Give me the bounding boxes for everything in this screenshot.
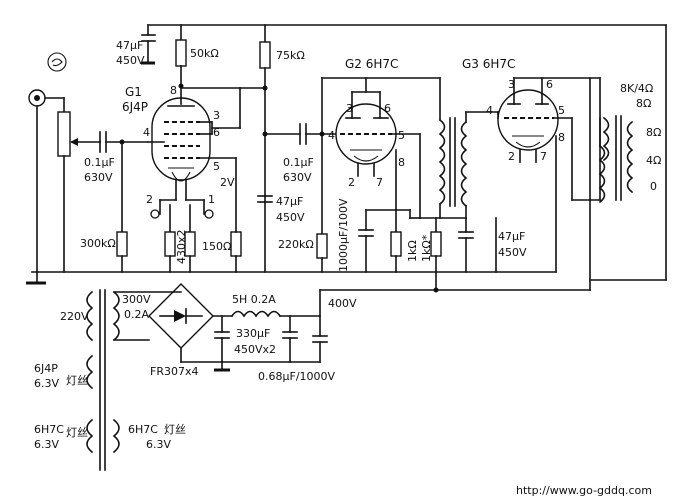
power-transformer: 220V 300V 0.2A 6J4P 6.3V 灯丝 6H7C 6.3V 灯丝… — [34, 289, 186, 471]
g1-pin-4: 4 — [143, 126, 150, 139]
secondary-hv-current: 0.2A — [124, 308, 149, 321]
screen-wiring — [180, 87, 266, 129]
fil-6h7c-b-tube: 6H7C — [128, 423, 158, 436]
out-8ohm: 8Ω — [646, 126, 661, 139]
secondary-hv-voltage: 300V — [122, 293, 151, 306]
g1-pin-3: 3 — [213, 109, 220, 122]
g2-pin-6: 6 — [384, 102, 391, 115]
input-symbol-icon — [47, 52, 67, 72]
r1k-label: 1kΩ — [406, 240, 419, 262]
primary-voltage: 220V — [60, 310, 89, 323]
couple-cap-voltage: 630V — [283, 171, 312, 184]
c1000-label: 1000μF/100V — [337, 198, 350, 272]
rectifier-part: FR307x4 — [150, 365, 198, 378]
r150-label: 150Ω — [202, 240, 231, 253]
g2-label: G2 6H7C — [345, 57, 398, 71]
g2-pin-3: 3 — [346, 102, 353, 115]
g3-pin-3: 3 — [508, 78, 515, 91]
top-bypass-capacitor: 47μF 450V — [116, 34, 156, 67]
choke-and-filter: 5H 0.2A 400V 330μF 450Vx2 0.68μF/1000V — [214, 289, 437, 383]
r1k-star-label: 1kΩ* — [420, 234, 433, 262]
input-capacitor: 0.1μF 630V — [84, 131, 149, 184]
out-tap-8ohm: 8Ω — [636, 97, 651, 110]
g2-pin-5: 5 — [398, 129, 405, 142]
right-cap-value: 47μF — [498, 230, 525, 243]
source-url: http://www.go-gddq.com — [516, 484, 652, 497]
g3-pin-4: 4 — [486, 104, 493, 117]
couple-cap-value: 0.1μF — [283, 156, 314, 169]
g3-pin-2: 2 — [508, 150, 515, 163]
output-transformer: 8K/4Ω 8Ω 8Ω 4Ω 0 — [571, 77, 661, 291]
input-cap-voltage: 630V — [84, 171, 113, 184]
fil-6h7c-b-voltage: 6.3V — [146, 438, 171, 451]
g1-designator: G1 — [125, 85, 142, 99]
r50k-label: 50kΩ — [190, 47, 219, 60]
interstage-transformer: 1kΩ* — [409, 77, 474, 291]
tube-g1-6j4p: G1 6J4P 8 3 6 5 4 — [122, 84, 237, 182]
mid-cap-value: 47μF — [276, 195, 303, 208]
tube-g3-6h7c: G3 6H7C 3 6 4 5 8 2 7 — [462, 57, 601, 273]
volume-potentiometer — [57, 111, 101, 273]
g1-pin-2: 2 — [146, 193, 153, 206]
g3-pin-6: 6 — [546, 78, 553, 91]
g1-pin-1: 1 — [208, 193, 215, 206]
fil-6h7c-b-word: 灯丝 — [164, 423, 186, 436]
coupling-capacitor: 0.1μF 630V — [262, 123, 337, 184]
right-cap-voltage: 450V — [498, 246, 527, 259]
g2-cathode-network: 1000μF/100V 1kΩ — [337, 198, 419, 273]
fil-6h7c-a-voltage: 6.3V — [34, 438, 59, 451]
grid-resistor-value: 300kΩ — [80, 237, 116, 250]
mid-cap-voltage: 450V — [276, 211, 305, 224]
top-cap-value: 47μF — [116, 39, 143, 52]
grid-resistor-220k: 220kΩ — [278, 131, 328, 273]
tube-g2-6h7c: G2 6H7C 3 6 4 5 8 2 7 — [321, 57, 441, 211]
fil-6j4p-voltage: 6.3V — [34, 377, 59, 390]
input-cap-value: 0.1μF — [84, 156, 115, 169]
fil-6h7c-a-tube: 6H7C — [34, 423, 64, 436]
top-cap-voltage: 450V — [116, 54, 145, 67]
bridge-rectifier: FR307x4 — [113, 283, 321, 378]
g1-pin-5: 5 — [213, 160, 220, 173]
filter-cap-value: 330μF — [236, 327, 270, 340]
grid-resistor-300k: 300kΩ — [80, 139, 128, 273]
filter-cap-voltage: 450Vx2 — [234, 343, 276, 356]
g1-type: 6J4P — [122, 100, 148, 114]
snubber-cap-label: 0.68μF/1000V — [258, 370, 336, 383]
g1-heater-terminals: 2 1 — [146, 179, 215, 219]
cathode-res-value: 430x2 — [175, 229, 188, 264]
g1-pin-6: 6 — [213, 126, 220, 139]
plate-resistor-75k: 75kΩ — [259, 41, 305, 273]
out-tap-impedance: 8K/4Ω — [620, 82, 653, 95]
out-4ohm: 4Ω — [646, 154, 661, 167]
ground-bus — [26, 271, 667, 293]
r220k-label: 220kΩ — [278, 238, 314, 251]
r75k-label: 75kΩ — [276, 49, 305, 62]
right-bypass-label: 47μF 450V — [495, 217, 527, 273]
out-0: 0 — [650, 180, 657, 193]
g3-pin-8: 8 — [558, 131, 565, 144]
fil-6j4p-word: 灯丝 — [66, 374, 88, 387]
cathode-resistors: 430x2 150Ω 2V — [164, 157, 242, 273]
v2-label: 2V — [220, 176, 235, 189]
fil-6j4p-tube: 6J4P — [34, 362, 58, 375]
g3-label: G3 6H7C — [462, 57, 515, 71]
g3-pin-5: 5 — [558, 104, 565, 117]
fil-6h7c-a-word: 灯丝 — [66, 426, 88, 439]
input-jack — [28, 89, 65, 273]
g2-pin-8: 8 — [398, 156, 405, 169]
g2-pin-2: 2 — [348, 176, 355, 189]
b-plus-rail — [147, 24, 667, 281]
g1-pin-8: 8 — [170, 84, 177, 97]
choke-label: 5H 0.2A — [232, 293, 276, 306]
g2-pin-4: 4 — [328, 129, 335, 142]
plate-resistor-50k: 50kΩ — [175, 39, 219, 89]
g3-pin-7: 7 — [540, 150, 547, 163]
g2-pin-7: 7 — [376, 176, 383, 189]
mid-bypass-capacitor: 47μF 450V — [257, 195, 305, 224]
hv-label: 400V — [328, 297, 357, 310]
